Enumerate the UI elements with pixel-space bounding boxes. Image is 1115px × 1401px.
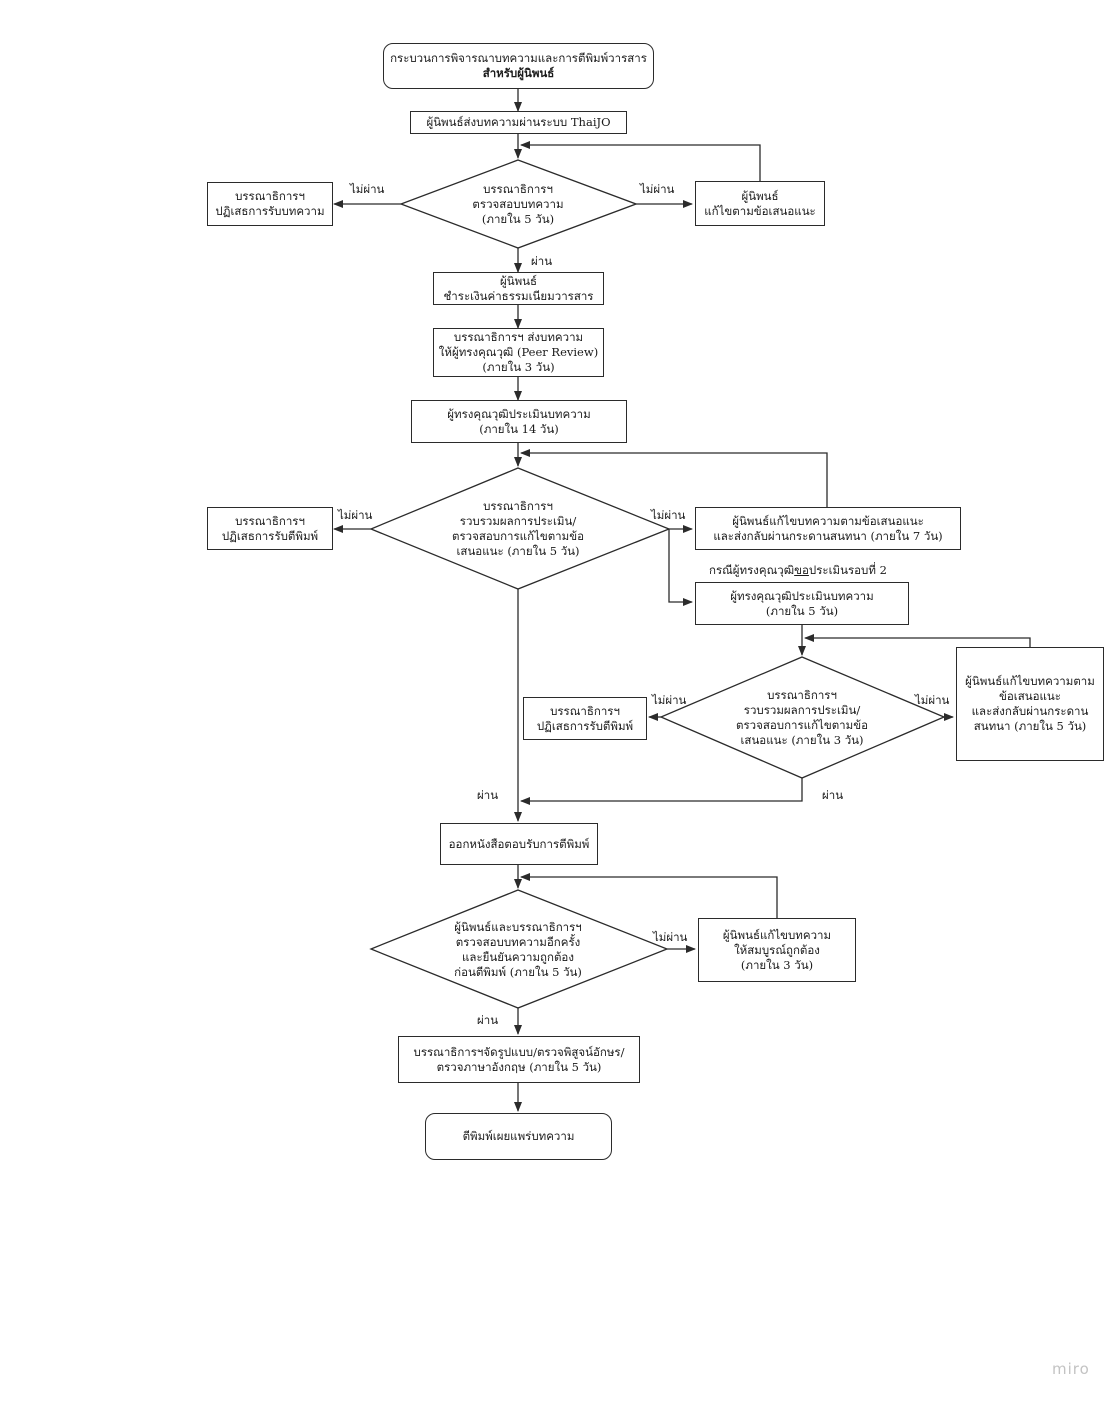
check-article-line1: บรรณาธิการฯ — [483, 181, 553, 196]
reject-publish-1-line2: ปฏิเสธการรับตีพิมพ์ — [221, 528, 319, 543]
miro-watermark: miro — [1052, 1360, 1090, 1378]
label-fail-collect2-revise: ไม่ผ่าน — [915, 693, 950, 707]
author-revise-3-line2: ข้อเสนอแนะ — [999, 689, 1061, 703]
format-proof-node: บรรณาธิการฯจัดรูปแบบ/ตรวจพิสูจน์อักษร/ ต… — [398, 1036, 640, 1083]
reject-publish-2-node: บรรณาธิการฯ ปฏิเสธการรับตีพิมพ์ — [523, 697, 647, 740]
arrow-collect2-pass — [520, 778, 803, 805]
collect-results-line2: รวบรวมผลการประเมิน/ — [459, 514, 577, 528]
submit-node: ผู้นิพนธ์ส่งบทความผ่านระบบ ThaiJO — [410, 111, 627, 134]
author-revise-4-line1: ผู้นิพนธ์แก้ไขบทความ — [722, 927, 832, 942]
final-check-line3: และยืนยันความถูกต้อง — [462, 950, 574, 964]
author-revise-4-node: ผู้นิพนธ์แก้ไขบทความ ให้สมบูรณ์ถูกต้อง (… — [698, 918, 856, 982]
author-revise-3-line3: และส่งกลับผ่านกระดาน — [971, 704, 1089, 718]
label-pass-check: ผ่าน — [531, 254, 553, 268]
submit-text: ผู้นิพนธ์ส่งบทความผ่านระบบ ThaiJO — [426, 115, 611, 129]
reject-article-line1: บรรณาธิการฯ — [235, 189, 305, 203]
author-revise-3-line1: ผู้นิพนธ์แก้ไขบทความตาม — [965, 674, 1095, 688]
collect-results-line1: บรรณาธิการฯ — [483, 499, 553, 513]
decision-final-check: ผู้นิพนธ์และบรรณาธิการฯ ตรวจสอบบทความอีก… — [431, 918, 605, 982]
pay-fee-node: ผู้นิพนธ์ ชำระเงินค่าธรรมเนียมวารสาร — [433, 272, 604, 305]
author-revise-1-node: ผู้นิพนธ์ แก้ไขตามข้อเสนอแนะ — [695, 181, 825, 226]
final-check-line4: ก่อนตีพิมพ์ (ภายใน 5 วัน) — [454, 965, 582, 979]
decision-collect-results: บรรณาธิการฯ รวบรวมผลการประเมิน/ ตรวจสอบก… — [431, 497, 605, 561]
check-article-line3: (ภายใน 5 วัน) — [481, 211, 555, 226]
arrow-revise-loop-1 — [520, 141, 761, 181]
peer-evaluate-2-node: ผู้ทรงคุณวุฒิประเมินบทความ (ภายใน 5 วัน) — [695, 582, 909, 625]
author-revise-2-line2: และส่งกลับผ่านกระดานสนทนา (ภายใน 7 วัน) — [713, 528, 943, 543]
reject-publish-2-line1: บรรณาธิการฯ — [550, 703, 620, 718]
reject-publish-1-line1: บรรณาธิการฯ — [235, 513, 305, 528]
author-revise-3-line4: สนทนา (ภายใน 5 วัน) — [973, 719, 1087, 733]
label-pass-final: ผ่าน — [477, 1013, 499, 1027]
decision-check-article: บรรณาธิการฯ ตรวจสอบบทความ (ภายใน 5 วัน) — [431, 176, 605, 232]
peer-evaluate-line1: ผู้ทรงคุณวุฒิประเมินบทความ — [447, 406, 591, 421]
arrow-revise-loop-3 — [804, 634, 1031, 647]
send-review-line3: (ภายใน 3 วัน) — [482, 360, 555, 374]
publish-text: ตีพิมพ์เผยแพร่บทความ — [462, 1129, 575, 1143]
send-review-line1: บรรณาธิการฯ ส่งบทความ — [453, 330, 584, 344]
start-line1: กระบวนการพิจารณาบทความและการตีพิมพ์วารสา… — [390, 51, 647, 65]
acceptance-letter-node: ออกหนังสือตอบรับการตีพิมพ์ — [440, 823, 598, 865]
format-proof-line2: ตรวจภาษาอังกฤษ (ภายใน 5 วัน) — [436, 1059, 602, 1074]
author-revise-1-line1: ผู้นิพนธ์ — [741, 188, 779, 203]
author-revise-4-line3: (ภายใน 3 วัน) — [740, 957, 814, 972]
round2-note: กรณีผู้ทรงคุณวุฒิขอประเมินรอบที่ 2 — [709, 563, 887, 577]
pay-fee-line2: ชำระเงินค่าธรรมเนียมวารสาร — [443, 288, 594, 303]
label-fail-final: ไม่ผ่าน — [653, 930, 688, 944]
peer-evaluate-node: ผู้ทรงคุณวุฒิประเมินบทความ (ภายใน 14 วัน… — [411, 400, 627, 443]
round2-note-underlined: ขอ — [794, 563, 809, 577]
reject-publish-2-line2: ปฏิเสธการรับตีพิมพ์ — [536, 718, 634, 733]
author-revise-2-line1: ผู้นิพนธ์แก้ไขบทความตามข้อเสนอแนะ — [732, 513, 924, 528]
arrow-revise-loop-2 — [520, 449, 828, 507]
collect-results-line3: ตรวจสอบการแก้ไขตามข้อ — [452, 529, 584, 543]
arrow-revise-loop-4 — [520, 873, 778, 918]
arrow-collect-to-round2 — [668, 529, 693, 606]
collect-results-line4: เสนอแนะ (ภายใน 5 วัน) — [456, 544, 580, 558]
start-line2: สำหรับผู้นิพนธ์ — [482, 66, 555, 80]
send-review-line2: ให้ผู้ทรงคุณวุฒิ (Peer Review) — [438, 345, 599, 359]
check-article-line2: ตรวจสอบบทความ — [472, 196, 564, 211]
final-check-line1: ผู้นิพนธ์และบรรณาธิการฯ — [454, 920, 582, 934]
author-revise-4-line2: ให้สมบูรณ์ถูกต้อง — [734, 942, 820, 957]
round2-note-pre: กรณีผู้ทรงคุณวุฒิ — [709, 563, 795, 577]
pay-fee-line1: ผู้นิพนธ์ — [499, 273, 538, 288]
label-pass-collect: ผ่าน — [477, 788, 499, 802]
reject-publish-1-node: บรรณาธิการฯ ปฏิเสธการรับตีพิมพ์ — [207, 507, 333, 550]
collect-results-2-line3: ตรวจสอบการแก้ไขตามข้อ — [736, 718, 868, 732]
round2-note-post: ประเมินรอบที่ 2 — [808, 563, 887, 577]
final-check-line2: ตรวจสอบบทความอีกครั้ง — [455, 935, 581, 949]
publish-node: ตีพิมพ์เผยแพร่บทความ — [425, 1113, 612, 1160]
label-fail-collect-reject: ไม่ผ่าน — [338, 508, 373, 522]
reject-article-line2: ปฏิเสธการรับบทความ — [215, 204, 325, 218]
author-revise-3-node: ผู้นิพนธ์แก้ไขบทความตาม ข้อเสนอแนะ และส่… — [956, 647, 1104, 761]
collect-results-2-line1: บรรณาธิการฯ — [767, 688, 837, 702]
label-pass-collect2: ผ่าน — [822, 788, 844, 802]
collect-results-2-line4: เสนอแนะ (ภายใน 3 วัน) — [740, 733, 864, 747]
collect-results-2-line2: รวบรวมผลการประเมิน/ — [743, 703, 861, 717]
author-revise-2-node: ผู้นิพนธ์แก้ไขบทความตามข้อเสนอแนะ และส่ง… — [695, 507, 961, 550]
author-revise-1-line2: แก้ไขตามข้อเสนอแนะ — [704, 203, 816, 218]
send-review-node: บรรณาธิการฯ ส่งบทความ ให้ผู้ทรงคุณวุฒิ (… — [433, 328, 604, 377]
start-node: กระบวนการพิจารณาบทความและการตีพิมพ์วารสา… — [383, 43, 654, 89]
peer-evaluate-2-line1: ผู้ทรงคุณวุฒิประเมินบทความ — [730, 588, 874, 603]
peer-evaluate-2-line2: (ภายใน 5 วัน) — [765, 603, 839, 618]
peer-evaluate-line2: (ภายใน 14 วัน) — [479, 421, 559, 436]
reject-article-node: บรรณาธิการฯ ปฏิเสธการรับบทความ — [207, 182, 333, 226]
decision-collect-results-2: บรรณาธิการฯ รวบรวมผลการประเมิน/ ตรวจสอบก… — [715, 686, 889, 750]
label-fail-check-reject: ไม่ผ่าน — [350, 182, 385, 196]
label-fail-collect2-reject: ไม่ผ่าน — [652, 693, 687, 707]
label-fail-check-revise: ไม่ผ่าน — [640, 182, 675, 196]
label-fail-collect-revise: ไม่ผ่าน — [651, 508, 686, 522]
format-proof-line1: บรรณาธิการฯจัดรูปแบบ/ตรวจพิสูจน์อักษร/ — [413, 1044, 625, 1059]
acceptance-letter-text: ออกหนังสือตอบรับการตีพิมพ์ — [448, 836, 590, 851]
